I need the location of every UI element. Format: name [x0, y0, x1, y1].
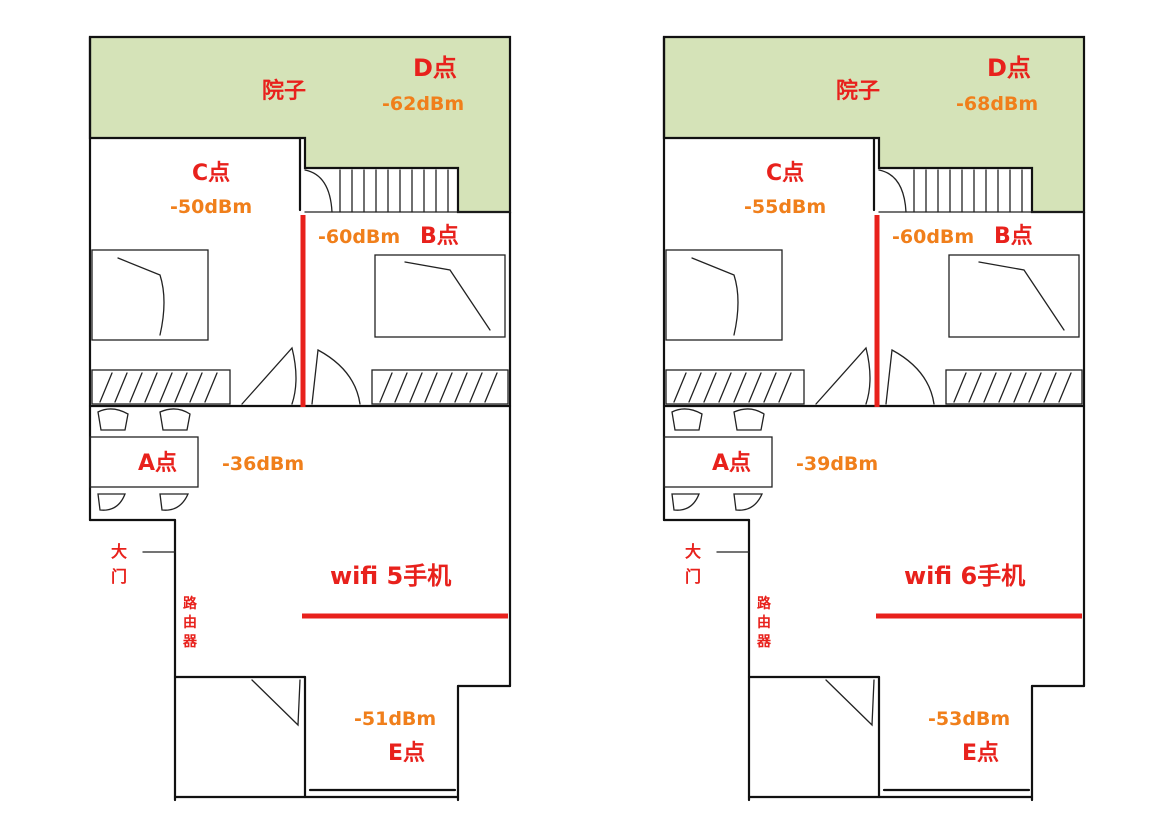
- yard-area: [662, 35, 1086, 214]
- door-arc-bath: [825, 679, 875, 727]
- yard-area: [88, 35, 512, 214]
- stairs: [878, 169, 1085, 213]
- signal-c: -50dBm: [170, 196, 252, 218]
- chair-3: [671, 493, 700, 511]
- point-b-label: B点: [994, 223, 1033, 249]
- point-e-label: E点: [388, 740, 425, 766]
- phone-label: wifi 6手机: [904, 562, 1025, 590]
- bed-right-sheet: [978, 261, 1065, 331]
- desk: [663, 436, 773, 488]
- bed-left: [665, 249, 783, 341]
- yard-label: 院子: [262, 78, 306, 104]
- point-c-label: C点: [766, 160, 804, 186]
- front-door-label-2: 门: [685, 567, 701, 586]
- signal-e: -53dBm: [928, 708, 1010, 730]
- bed-left-sheet: [117, 257, 165, 336]
- bed-right: [948, 254, 1080, 338]
- floor-plan-wifi5: 院子 D点 -62dBm C点 -50dBm -60dBm B点 A点 -36d…: [88, 35, 512, 802]
- signal-a: -36dBm: [222, 453, 304, 475]
- bed-left-sheet: [691, 257, 739, 336]
- door-arc-stair: [304, 169, 333, 213]
- chair-3: [97, 493, 126, 511]
- router-label-1: 路: [183, 595, 198, 612]
- floor-plan-wifi6: 院子 D点 -68dBm C点 -55dBm -60dBm B点 A点 -39d…: [662, 35, 1086, 802]
- point-b-label: B点: [420, 223, 459, 249]
- chair-1: [97, 408, 129, 431]
- signal-b: -60dBm: [318, 226, 400, 248]
- signal-d: -62dBm: [382, 93, 464, 115]
- router-label-3: 器: [756, 634, 772, 650]
- chair-2: [159, 408, 191, 431]
- desk: [89, 436, 199, 488]
- wardrobe-left: [665, 369, 805, 405]
- door-arc-bath: [251, 679, 301, 727]
- chair-2: [733, 408, 765, 431]
- front-door-label-2: 门: [111, 567, 127, 586]
- point-e-label: E点: [962, 740, 999, 766]
- bed-right-sheet: [404, 261, 491, 331]
- phone-label: wifi 5手机: [330, 562, 451, 590]
- signal-a: -39dBm: [796, 453, 878, 475]
- door-arc-right: [885, 348, 935, 405]
- walls: [88, 35, 512, 802]
- router-label-3: 器: [182, 634, 198, 650]
- stairs: [304, 169, 511, 213]
- point-c-label: C点: [192, 160, 230, 186]
- chair-4: [733, 493, 764, 511]
- front-door-label-1: 大: [685, 542, 701, 561]
- signal-b: -60dBm: [892, 226, 974, 248]
- signal-d: -68dBm: [956, 93, 1038, 115]
- point-a-label: A点: [138, 450, 177, 476]
- bed-right: [374, 254, 506, 338]
- signal-e: -51dBm: [354, 708, 436, 730]
- wardrobe-right: [945, 369, 1083, 405]
- door-arc-left: [241, 346, 297, 405]
- router-label-2: 由: [757, 614, 771, 631]
- point-d-label: D点: [987, 54, 1031, 82]
- wardrobe-left: [91, 369, 231, 405]
- signal-c: -55dBm: [744, 196, 826, 218]
- door-arc-left: [815, 346, 871, 405]
- front-door-label-1: 大: [111, 542, 127, 561]
- router-label-1: 路: [757, 595, 772, 612]
- chair-4: [159, 493, 190, 511]
- yard-label: 院子: [836, 78, 880, 104]
- door-arc-right: [311, 348, 361, 405]
- router-label-2: 由: [183, 614, 197, 631]
- chair-1: [671, 408, 703, 431]
- point-d-label: D点: [413, 54, 457, 82]
- wardrobe-right: [371, 369, 509, 405]
- door-arc-stair: [878, 169, 907, 213]
- point-a-label: A点: [712, 450, 751, 476]
- bed-left: [91, 249, 209, 341]
